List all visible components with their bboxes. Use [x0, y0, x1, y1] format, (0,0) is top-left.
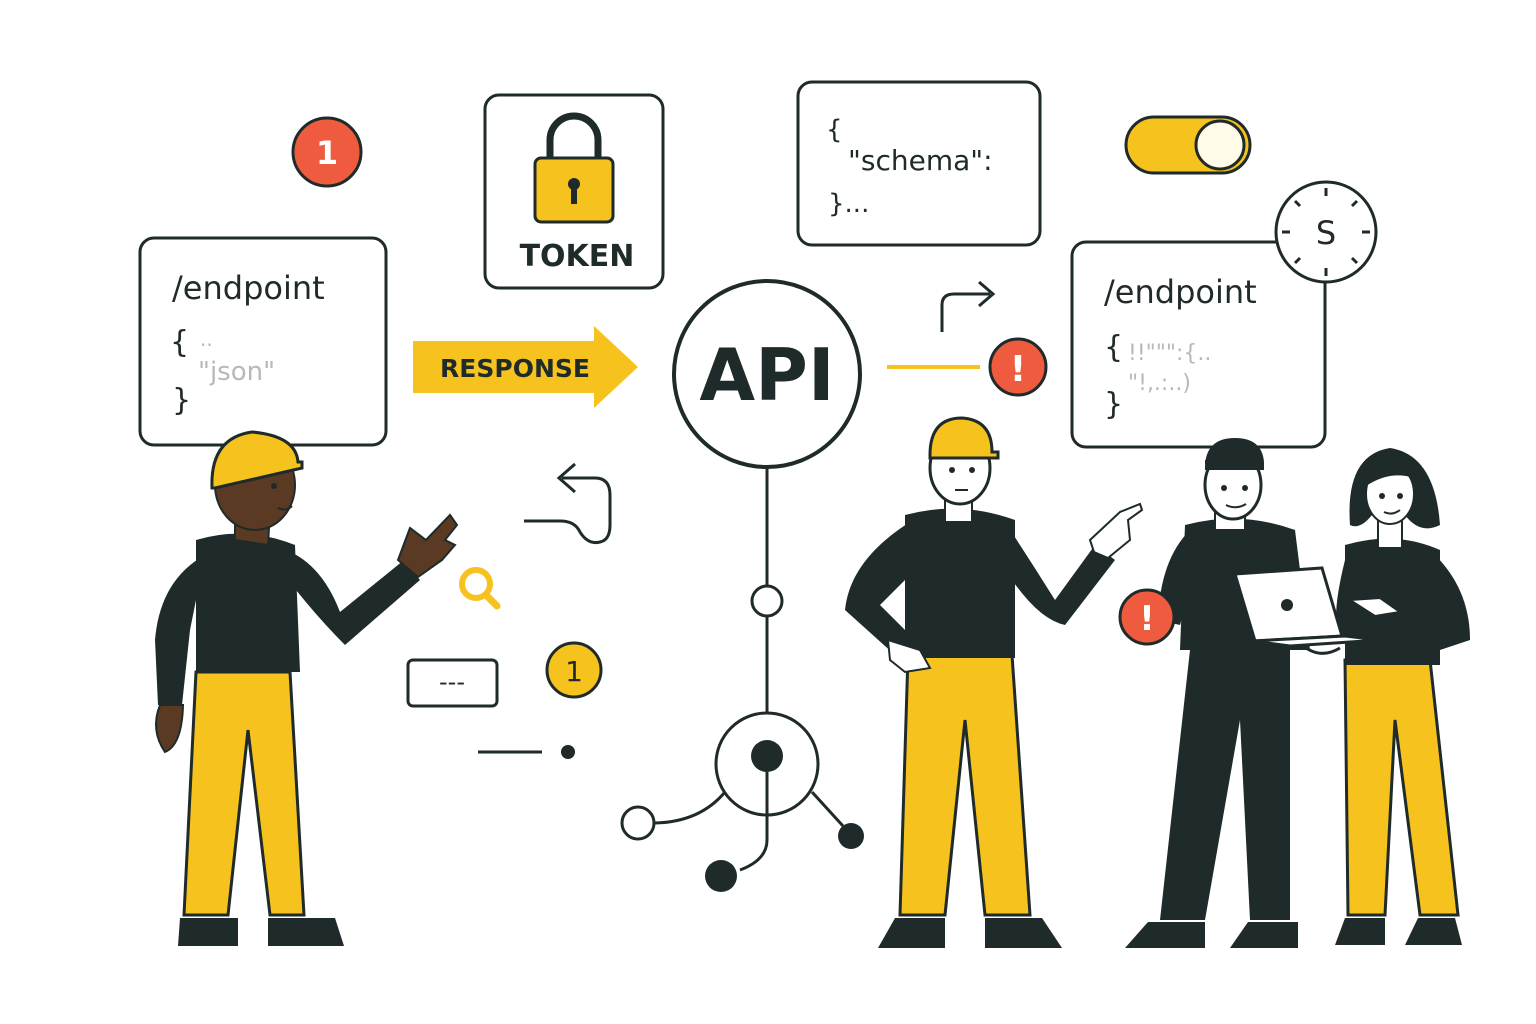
right-endpoint-brace-close: } — [1104, 387, 1123, 422]
search-icon[interactable] — [459, 567, 501, 610]
alert-icon-right: ! — [1139, 599, 1155, 639]
api-hub: API — [672, 279, 862, 720]
schema-card: { "schema": }... — [796, 80, 1042, 247]
alert-badge-right: ! — [1118, 588, 1176, 646]
notification-badge-middle: 1 — [545, 641, 603, 699]
api-label: API — [699, 333, 834, 417]
input-box[interactable]: --- — [406, 658, 499, 708]
clock-glyph: S — [1316, 214, 1336, 252]
badge-count-top: 1 — [316, 134, 338, 172]
person-pointing-engineer — [845, 416, 1144, 948]
response-arrow: RESPONSE — [413, 326, 638, 408]
left-endpoint-path: /endpoint — [172, 269, 325, 307]
right-endpoint-card: /endpoint { !!""":{.. "!,.:..) } — [1070, 240, 1327, 449]
error-connector: ! — [887, 337, 1048, 397]
return-arrow-icon — [524, 462, 612, 544]
left-endpoint-dots: .. — [200, 327, 213, 351]
token-label: TOKEN — [520, 239, 635, 274]
laptop-icon — [1233, 566, 1381, 655]
schema-brace-close: }... — [828, 189, 869, 219]
network-node — [620, 711, 864, 892]
toggle-icon[interactable] — [1124, 115, 1252, 175]
person-left-engineer — [155, 430, 459, 946]
right-endpoint-line1: !!""":{.. — [1128, 341, 1211, 366]
badge-count-middle: 1 — [565, 655, 583, 688]
input-box-text: --- — [439, 668, 465, 696]
token-card: TOKEN — [483, 93, 665, 290]
clock-icon: S — [1274, 180, 1378, 284]
alert-icon: ! — [1010, 349, 1026, 390]
person-woman-engineer — [1335, 448, 1470, 945]
right-endpoint-brace-open: { — [1104, 330, 1123, 365]
right-endpoint-path: /endpoint — [1104, 273, 1257, 311]
response-label: RESPONSE — [440, 354, 590, 383]
left-endpoint-json: "json" — [198, 357, 275, 387]
slider-line — [478, 745, 575, 759]
left-endpoint-card: /endpoint { .. "json" } — [138, 236, 388, 447]
person-laptop-engineer — [1125, 438, 1310, 948]
right-endpoint-line2: "!,.:..) — [1128, 371, 1191, 396]
turn-right-arrow-icon — [940, 280, 996, 332]
notification-badge-top: 1 — [291, 116, 363, 188]
left-endpoint-brace-close: } — [172, 383, 191, 418]
schema-brace-open: { — [826, 115, 843, 145]
left-endpoint-brace-open: { — [170, 325, 189, 360]
schema-key: "schema": — [848, 144, 993, 177]
padlock-icon — [533, 112, 615, 224]
